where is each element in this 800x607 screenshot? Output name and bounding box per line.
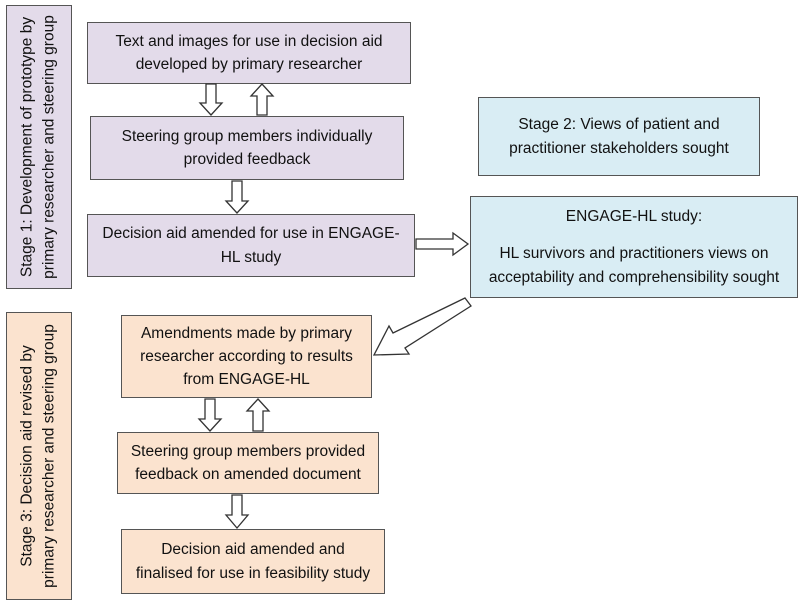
stage2-box: Stage 2: Views of patient and practition… xyxy=(478,97,760,176)
arrow-right-1 xyxy=(415,231,470,257)
arrow-diagonal xyxy=(372,297,472,356)
engage-study-box: ENGAGE-HL study: HL survivors and practi… xyxy=(470,196,798,298)
finalised-box: Decision aid amended and finalised for u… xyxy=(121,529,385,594)
arrow-down-1 xyxy=(198,83,224,116)
stage1-label-box: Stage 1: Development of prototype by pri… xyxy=(6,5,72,289)
arrow-down-2 xyxy=(224,180,250,214)
text-images-box: Text and images for use in decision aid … xyxy=(87,22,411,84)
arrow-down-3 xyxy=(197,398,223,432)
arrow-up-1 xyxy=(249,83,275,116)
steering-feedback-2-box: Steering group members provided feedback… xyxy=(117,432,379,494)
stage3-label-box: Stage 3: Decision aid revised by primary… xyxy=(6,312,72,600)
steering-feedback-1-box: Steering group members individually prov… xyxy=(90,116,404,180)
arrow-up-2 xyxy=(245,398,271,432)
amendments-box: Amendments made by primary researcher ac… xyxy=(121,315,372,398)
engage-study-title: ENGAGE-HL study: xyxy=(565,208,703,226)
amended-engage-box: Decision aid amended for use in ENGAGE- … xyxy=(87,214,415,277)
arrow-down-4 xyxy=(224,494,250,530)
